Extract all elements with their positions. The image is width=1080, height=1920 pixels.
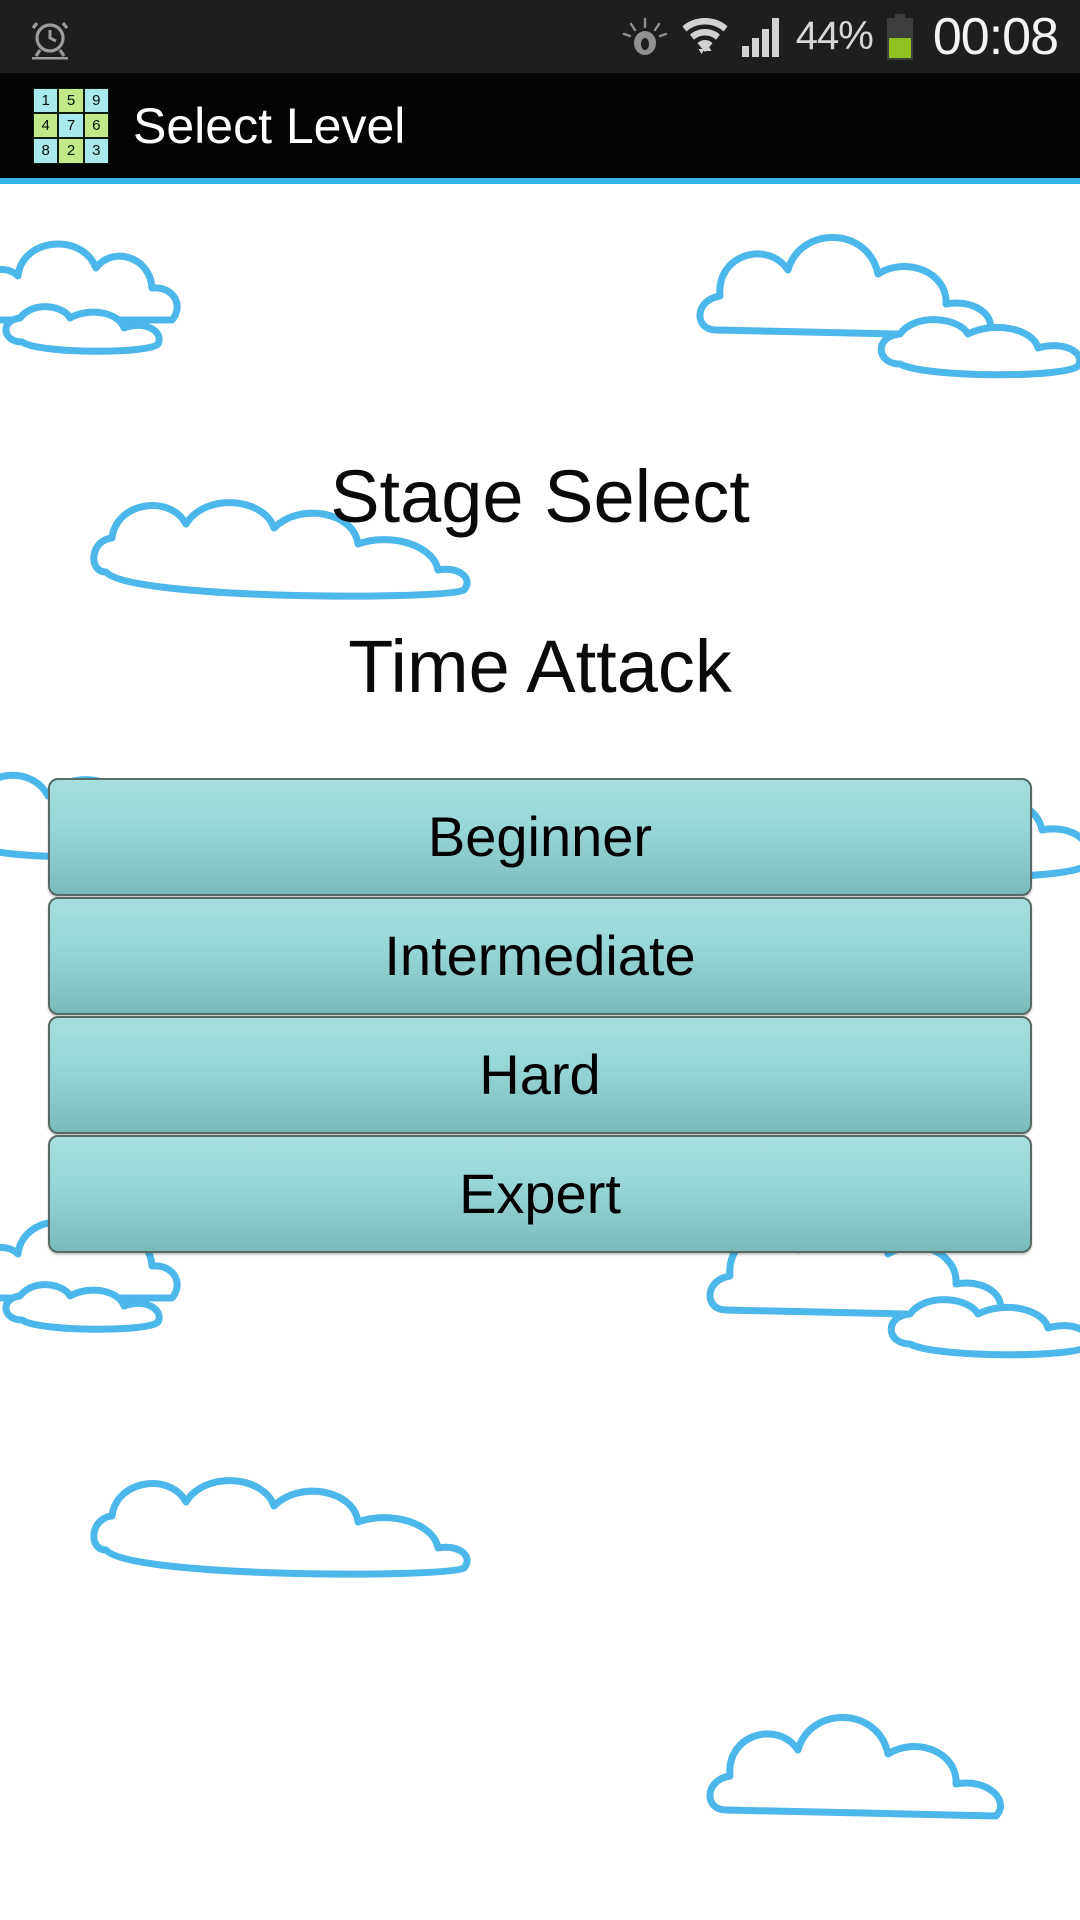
cell-signal-icon [740,15,784,59]
status-bar-right: 44% 00:08 [620,7,1059,67]
sudoku-grid-icon: 1 5 9 4 7 6 8 2 3 [33,87,109,164]
level-button-intermediate[interactable]: Intermediate [48,897,1032,1015]
icon-cell: 4 [34,113,58,138]
action-bar-accent-line [0,178,1080,184]
cloud-decoration [700,1184,1080,1364]
status-bar-clock: 00:08 [932,7,1059,66]
mode-subtitle: Time Attack [348,625,732,708]
cloud-decoration [700,1684,1080,1864]
level-button-list: Beginner Intermediate Hard Expert [48,778,1032,1254]
cloud-decoration [86,476,486,606]
alarm-clock-icon [26,13,74,61]
cloud-decoration [0,202,290,372]
eye-icon [620,17,670,57]
icon-cell: 7 [59,113,83,138]
action-bar: 1 5 9 4 7 6 8 2 3 Select Level [0,73,1080,178]
battery-percent-label: 44% [795,14,874,58]
cloud-decoration [690,204,1080,384]
level-button-beginner[interactable]: Beginner [48,778,1032,896]
page-title: Stage Select [330,455,750,538]
status-bar: 44% 00:08 [0,0,1080,73]
icon-cell: 8 [34,139,58,163]
main-content: Stage Select Time Attack Beginner Interm… [0,184,1080,1920]
battery-icon [885,13,915,60]
cloud-decoration [86,1454,486,1584]
icon-cell: 2 [59,139,83,163]
icon-cell: 6 [84,113,108,138]
level-button-expert[interactable]: Expert [48,1135,1032,1253]
icon-cell: 1 [34,88,58,112]
level-button-hard[interactable]: Hard [48,1016,1032,1134]
icon-cell: 5 [59,88,83,112]
status-bar-left [26,13,74,61]
action-bar-title: Select Level [133,97,406,154]
wifi-icon [682,14,728,60]
icon-cell: 3 [84,139,108,163]
icon-cell: 9 [84,88,108,112]
